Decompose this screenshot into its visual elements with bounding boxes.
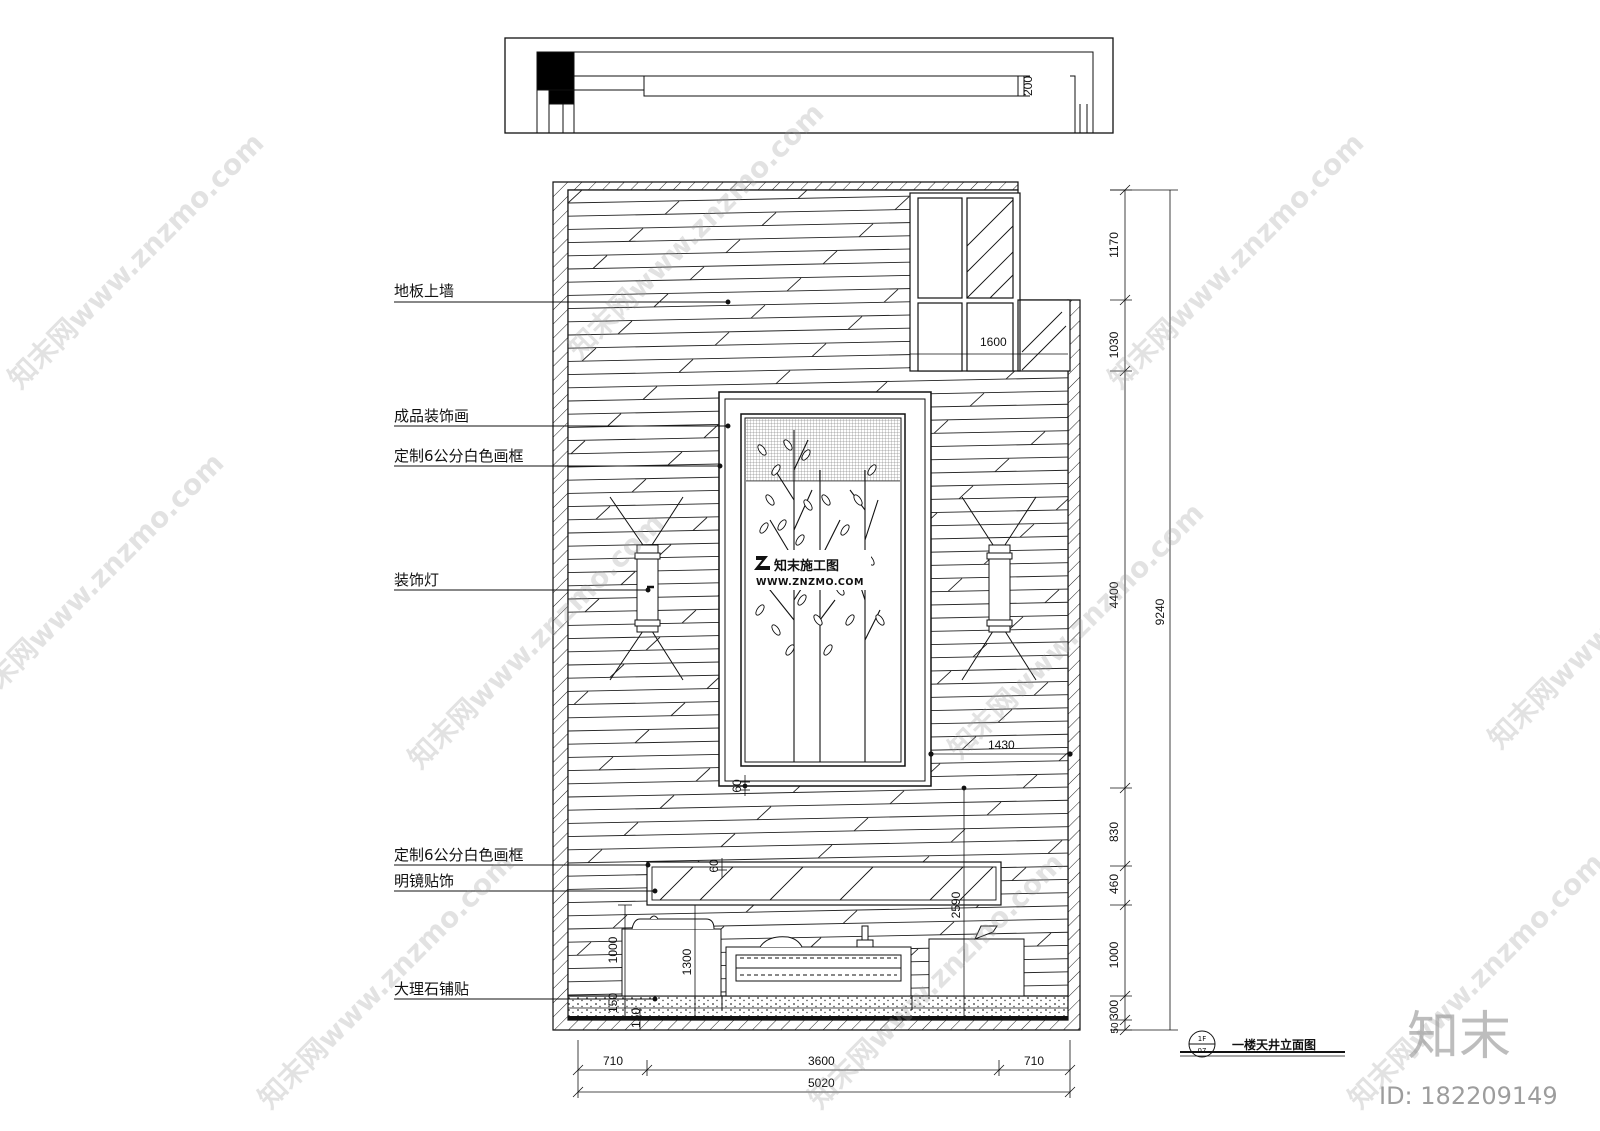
- dim-1300: 1300: [680, 948, 694, 975]
- decorative-lamp-right: [961, 496, 1037, 681]
- top-plan: [504, 37, 1114, 134]
- dim-200: 200: [1021, 76, 1035, 96]
- dim-2590: 2590: [949, 891, 963, 918]
- dim-710-right: 710: [1024, 1054, 1044, 1068]
- dim-5020: 5020: [808, 1076, 835, 1090]
- dim-460: 460: [1107, 874, 1121, 894]
- watermark-4: 知末网www.znzmo.com: [0, 446, 230, 715]
- tag-top: 1F: [1198, 1035, 1206, 1043]
- watermark-10: 知末网www.znzmo.com: [1342, 846, 1600, 1115]
- label-floor-on-wall: 地板上墙: [394, 282, 454, 300]
- bottom-dimension-chain: [572, 1040, 1076, 1098]
- watermark-8: 知末网www.znzmo.com: [252, 846, 521, 1115]
- znzmo-logo-icon: [754, 556, 770, 570]
- drawing-title: 一楼天井立面图: [1232, 1037, 1316, 1052]
- logo-name: 知末施工图: [774, 558, 839, 574]
- leader-lines: [394, 299, 731, 1002]
- dim-4400: 4400: [1107, 581, 1121, 608]
- logo: 知末施工图 WWW.ZNZMO.COM: [753, 550, 871, 590]
- image-id: ID: 182209149: [1379, 1082, 1558, 1110]
- dim-60-b: 60: [707, 859, 721, 873]
- label-mirror-decal: 明镜贴饰: [394, 872, 454, 890]
- dim-1430: 1430: [988, 738, 1015, 752]
- label-custom-frame-bottom: 定制6公分白色画框: [394, 846, 524, 864]
- tag-bottom: 07: [1198, 1047, 1207, 1055]
- right-dimension-chain: [1110, 184, 1178, 1036]
- dim-1600: 1600: [980, 335, 1007, 349]
- watermark-3: 知末网www.znzmo.com: [1102, 126, 1371, 395]
- brand-mark: 知末: [1407, 1007, 1511, 1067]
- logo-url: WWW.ZNZMO.COM: [756, 577, 864, 588]
- dim-50: 50: [1110, 1022, 1121, 1034]
- dim-9240: 9240: [1153, 598, 1167, 625]
- shelf-unit: [909, 192, 1071, 372]
- label-custom-frame-top: 定制6公分白色画框: [394, 447, 524, 465]
- dim-150-b: 150: [629, 1008, 643, 1028]
- dim-1030: 1030: [1107, 331, 1121, 358]
- watermark-7: 知末网www.znzmo.com: [1482, 486, 1600, 755]
- mirror-decal: [646, 861, 1002, 906]
- dim-300: 300: [1107, 1000, 1121, 1020]
- watermark-1: 知末网www.znzmo.com: [2, 126, 271, 395]
- internal-dimension-lines: [618, 751, 1073, 1030]
- label-marble-tiling: 大理石铺贴: [394, 980, 469, 998]
- dim-150-a: 150: [606, 993, 620, 1013]
- marble-floor: [567, 995, 1069, 1021]
- dim-60-a: 60: [730, 779, 744, 793]
- label-decorative-painting: 成品装饰画: [394, 407, 469, 425]
- drawing-title-tag: [1180, 1030, 1345, 1058]
- label-decorative-lamp: 装饰灯: [394, 571, 439, 589]
- dim-830: 830: [1107, 822, 1121, 842]
- dim-3600: 3600: [808, 1054, 835, 1068]
- dim-1000-left: 1000: [606, 936, 620, 963]
- dim-1000-right: 1000: [1107, 941, 1121, 968]
- dim-710-left: 710: [603, 1054, 623, 1068]
- dim-1170: 1170: [1107, 232, 1121, 258]
